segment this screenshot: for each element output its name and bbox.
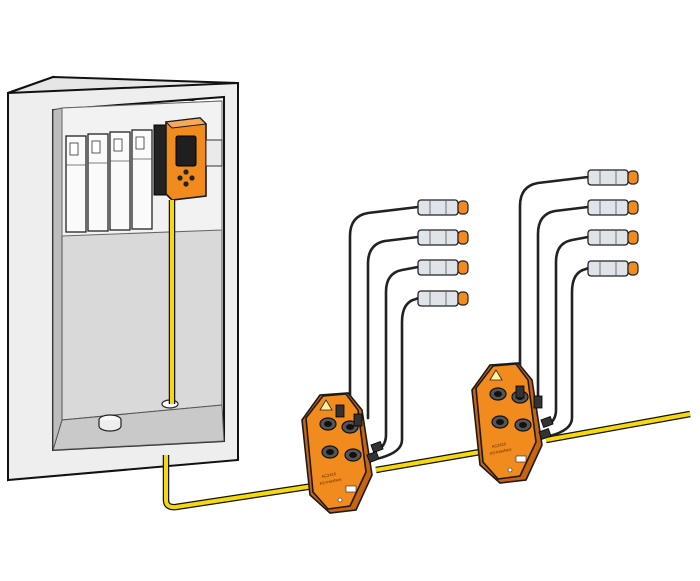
cylindrical-sensor-icon [587, 169, 639, 186]
warning-icon [489, 369, 503, 381]
fieldbus-gateway [164, 117, 223, 201]
gateway-display [175, 135, 197, 167]
m12-socket [489, 387, 507, 401]
cylindrical-sensor-icon [417, 229, 469, 246]
cylindrical-sensor-icon [587, 199, 639, 216]
io-module-2: AC2410 AS-Interface [471, 362, 554, 484]
din-module [65, 135, 87, 233]
m12-socket [319, 417, 337, 431]
sensor-group-1 [417, 199, 469, 307]
din-rail-modules [65, 124, 167, 233]
module-label-line1: AC2410 [321, 471, 337, 479]
cylindrical-sensor-icon [417, 199, 469, 216]
yellow-flat-cable [162, 200, 691, 511]
gateway-button [183, 181, 189, 187]
din-module [131, 129, 153, 230]
din-module [87, 133, 109, 232]
gateway-button [189, 175, 195, 181]
power-supply-module [153, 124, 167, 196]
m12-socket [514, 418, 532, 432]
m12-socket [491, 415, 509, 429]
module-label-line2: AS-Interface [319, 476, 343, 486]
din-module [109, 131, 131, 231]
control-cabinet [7, 75, 239, 482]
warning-icon [319, 399, 333, 411]
sensor-group-2 [587, 169, 639, 277]
m12-socket [321, 445, 339, 459]
cabinet-inner-side [52, 107, 63, 451]
m12-socket [344, 448, 362, 462]
cylindrical-sensor-icon [417, 259, 469, 276]
cylindrical-sensor-icon [587, 260, 639, 277]
gateway-button [183, 169, 189, 175]
cylindrical-sensor-icon [587, 229, 639, 246]
io-module-1: AC2410 AS-Interface [301, 392, 384, 514]
gateway-button [177, 175, 183, 181]
module-label-line1: AC2410 [491, 441, 507, 449]
cylindrical-sensor-icon [417, 290, 469, 307]
module-label-line2: AS-Interface [489, 446, 513, 456]
